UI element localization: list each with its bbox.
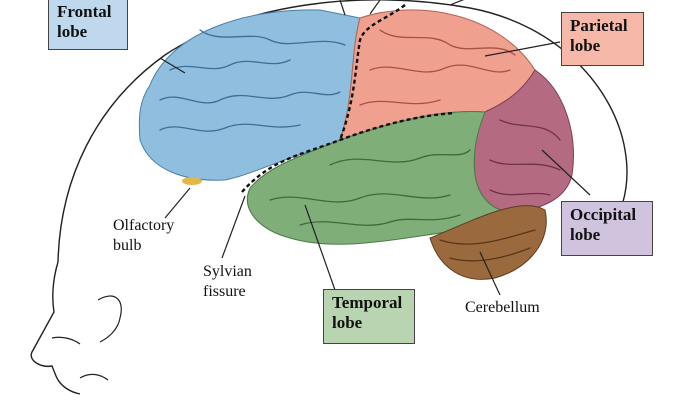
frontal-lobe-label: Frontal lobe <box>48 0 128 50</box>
face-profile <box>30 261 81 395</box>
head-outline <box>57 0 628 263</box>
frontal-lobe-label-line2: lobe <box>57 22 88 41</box>
olfactory-bulb-region <box>182 177 202 185</box>
frontal-lobe-label-line1: Frontal <box>57 2 112 21</box>
occipital-lobe-label-line1: Occipital <box>570 205 637 224</box>
temporal-lobe-label-line2: lobe <box>332 313 363 332</box>
nostril <box>51 336 81 345</box>
sylvian-fissure-label: Sylvian fissure <box>203 262 252 302</box>
cerebellum-label-line1: Cerebellum <box>465 299 540 316</box>
temporal-lobe-label-line1: Temporal <box>332 293 403 312</box>
ear-outline <box>97 295 122 343</box>
sylvian-fissure-boundary <box>241 111 456 193</box>
gyri-texture <box>159 29 561 262</box>
olfactory-bulb-label-line2: bulb <box>113 237 142 254</box>
parietal-lobe-label: Parietal lobe <box>561 12 644 66</box>
occipital-lobe-label-line2: lobe <box>570 225 601 244</box>
sylvian-fissure-label-line1: Sylvian <box>203 263 252 280</box>
cerebellum-label: Cerebellum <box>465 298 540 318</box>
leader-lines <box>159 0 591 296</box>
central-sulcus-boundary <box>338 4 406 141</box>
occipital-lobe-label: Occipital lobe <box>561 201 653 256</box>
olfactory-bulb-label-line1: Olfactory <box>113 217 175 234</box>
lip <box>79 373 109 381</box>
parietal-lobe-label-line2: lobe <box>570 36 601 55</box>
sylvian-fissure-label-line2: fissure <box>203 283 246 300</box>
olfactory-bulb-label: Olfactory bulb <box>113 216 174 256</box>
parietal-lobe-label-line1: Parietal <box>570 16 628 35</box>
temporal-lobe-label: Temporal lobe <box>323 289 415 344</box>
